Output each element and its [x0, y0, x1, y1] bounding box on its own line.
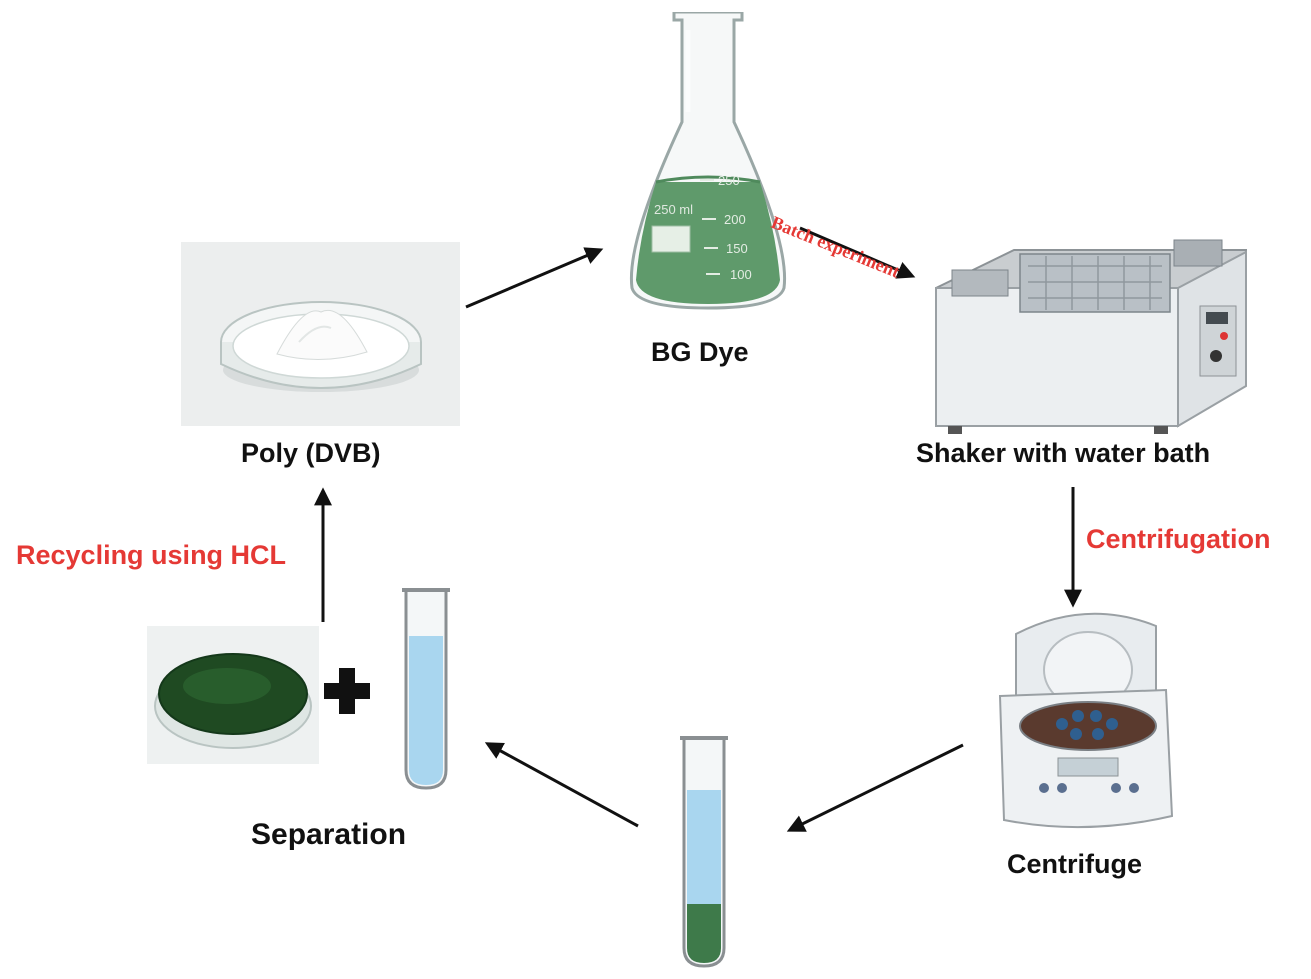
arrow-tube-to-separation	[484, 742, 639, 828]
green-powder-dish-image	[147, 626, 319, 764]
flask-tick-200: 200	[724, 212, 746, 227]
shaker-water-bath-image	[935, 239, 1247, 434]
flask-volume-label: 250 ml	[654, 202, 693, 217]
flask-tick-150: 150	[726, 241, 748, 256]
arrow-centrifuge-to-tube	[786, 743, 964, 832]
arrow-poly-to-dye	[465, 247, 604, 309]
petri-dish-white-powder-image	[181, 242, 460, 426]
centrifuge-label: Centrifuge	[1007, 849, 1142, 879]
recycling-label: Recycling using HCL	[16, 540, 287, 570]
centrifuge-image	[998, 612, 1174, 829]
arrow-dye-to-shaker	[799, 226, 916, 279]
flask-tick-100: 100	[730, 267, 752, 282]
plus-icon	[324, 668, 370, 714]
shaker-label: Shaker with water bath	[916, 438, 1211, 468]
sediment-test-tube-image	[680, 736, 728, 968]
bg-dye-label: BG Dye	[651, 337, 749, 367]
blue-test-tube-image	[402, 588, 450, 790]
flask-tick-250: 250	[718, 173, 740, 188]
separation-label: Separation	[251, 818, 407, 851]
erlenmeyer-flask-image: 250 ml 250 200 150 100	[629, 12, 787, 310]
poly-dvb-label: Poly (DVB)	[241, 438, 381, 468]
centrifugation-label: Centrifugation	[1086, 524, 1271, 554]
